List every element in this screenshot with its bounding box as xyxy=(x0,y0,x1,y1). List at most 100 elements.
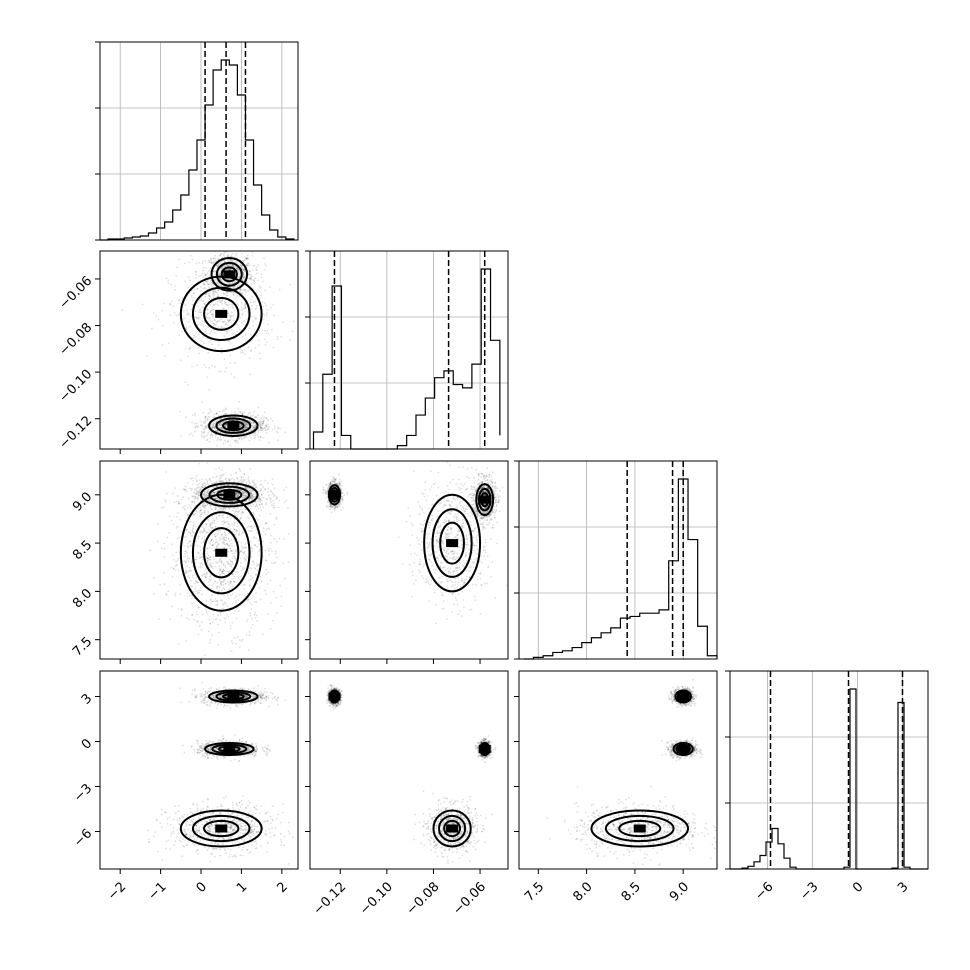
sample-point xyxy=(227,253,230,256)
density-peak xyxy=(223,490,236,499)
sample-point xyxy=(227,551,230,553)
sample-point xyxy=(254,491,257,494)
sample-point xyxy=(254,568,257,570)
sample-point xyxy=(243,546,245,549)
sample-point xyxy=(236,494,239,497)
sample-point xyxy=(226,303,229,306)
sample-point xyxy=(274,550,277,553)
sample-point xyxy=(252,424,254,427)
sample-point xyxy=(190,294,193,297)
sample-point xyxy=(245,257,248,260)
sample-point xyxy=(221,300,223,302)
sample-point xyxy=(221,280,224,283)
sample-point xyxy=(249,496,252,499)
sample-point xyxy=(217,623,219,626)
sample-point xyxy=(187,546,190,548)
sample-point xyxy=(249,468,251,471)
sample-point xyxy=(226,268,229,271)
sample-point xyxy=(226,264,228,266)
sample-point xyxy=(272,495,275,498)
sample-point xyxy=(220,438,223,441)
sample-point xyxy=(233,554,236,557)
sample-point xyxy=(250,608,253,610)
sample-point xyxy=(175,500,178,503)
sample-point xyxy=(217,282,220,285)
sample-point xyxy=(253,422,256,424)
sample-point xyxy=(221,484,223,487)
sample-point xyxy=(236,477,239,479)
sample-point xyxy=(221,302,224,305)
sample-point xyxy=(229,550,232,552)
sample-point xyxy=(258,543,261,546)
sample-point xyxy=(228,340,231,342)
sample-point xyxy=(157,523,159,525)
sample-point xyxy=(223,264,225,267)
sample-point xyxy=(252,324,255,327)
sample-point xyxy=(208,341,211,344)
sample-point xyxy=(203,321,206,324)
sample-point xyxy=(209,523,212,525)
sample-point xyxy=(246,618,249,621)
sample-point xyxy=(185,328,188,331)
sample-point xyxy=(263,268,266,271)
sample-point xyxy=(224,265,227,268)
sample-point xyxy=(219,424,222,426)
sample-point xyxy=(216,545,219,548)
sample-point xyxy=(249,298,252,301)
sample-point xyxy=(227,538,230,541)
sample-point xyxy=(224,531,226,534)
sample-point xyxy=(244,496,247,498)
sample-point xyxy=(212,270,215,273)
sample-point xyxy=(254,436,257,439)
sample-point xyxy=(205,316,208,319)
sample-point xyxy=(222,538,225,540)
sample-point xyxy=(196,287,199,290)
sample-point xyxy=(233,518,236,521)
sample-point xyxy=(209,319,211,322)
sample-point xyxy=(210,310,212,312)
sample-point xyxy=(265,429,267,431)
sample-point xyxy=(237,572,240,574)
sample-point xyxy=(219,299,222,302)
sample-point xyxy=(248,430,251,433)
sample-point xyxy=(198,557,201,560)
sample-point xyxy=(193,498,196,501)
sample-point xyxy=(228,508,231,510)
sample-point xyxy=(269,547,272,550)
sample-point xyxy=(224,412,227,415)
sample-point xyxy=(234,500,237,502)
sample-point xyxy=(231,303,234,306)
sample-point xyxy=(211,426,213,429)
sample-point xyxy=(257,507,260,510)
sample-point xyxy=(233,556,236,559)
sample-point xyxy=(226,318,229,321)
sample-point xyxy=(207,557,210,560)
sample-point xyxy=(249,496,252,499)
sample-point xyxy=(220,534,223,537)
sample-point xyxy=(220,533,223,536)
sample-point xyxy=(231,264,233,267)
sample-point xyxy=(241,547,244,549)
sample-point xyxy=(241,531,244,534)
sample-point xyxy=(240,264,243,267)
sample-point xyxy=(219,283,222,286)
sample-point xyxy=(267,487,269,490)
sample-point xyxy=(238,489,241,491)
histogram-step-0 xyxy=(100,59,295,241)
sample-point xyxy=(240,266,243,268)
sample-point xyxy=(236,492,238,495)
sample-point xyxy=(195,335,197,338)
sample-point xyxy=(203,436,206,439)
sample-point xyxy=(250,437,253,440)
sample-point xyxy=(191,602,193,605)
sample-point xyxy=(199,308,202,311)
sample-point xyxy=(219,488,222,491)
sample-point xyxy=(241,491,244,493)
sample-point xyxy=(198,592,201,594)
sample-point xyxy=(237,525,239,528)
sample-point xyxy=(250,421,253,424)
sample-point xyxy=(241,308,243,311)
sample-point xyxy=(205,494,208,497)
sample-point xyxy=(217,644,219,646)
sample-point xyxy=(260,493,263,495)
